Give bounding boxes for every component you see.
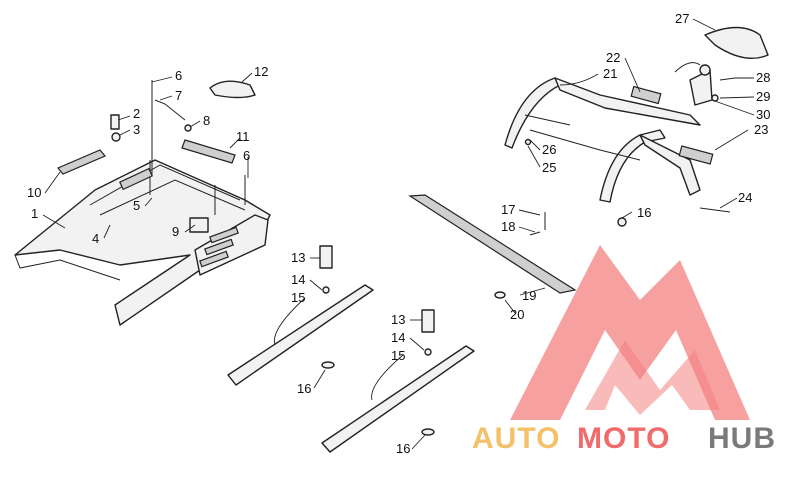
callout-15b: 15 — [391, 348, 405, 363]
callout-14a: 14 — [291, 272, 305, 287]
pad-11 — [181, 139, 236, 164]
base-crossbar — [119, 167, 153, 191]
base-vent-slots — [209, 226, 239, 244]
callout-16a: 16 — [297, 381, 311, 396]
bolt-24 — [699, 207, 731, 213]
callout-19: 19 — [522, 288, 536, 303]
watermark-hub: HUB — [708, 422, 776, 455]
flap-19 — [408, 194, 577, 299]
bushing-8 — [184, 124, 192, 132]
decal-22 — [630, 85, 662, 105]
callout-5: 5 — [133, 198, 140, 213]
pad-10 — [57, 149, 106, 175]
callout-2: 2 — [133, 106, 140, 121]
watermark-logo — [510, 245, 750, 420]
clip-26 — [524, 138, 532, 146]
hitch-30 — [674, 62, 713, 106]
callout-labels: 1 2 3 4 5 6 6 7 8 9 10 11 12 13 13 14 14… — [27, 11, 770, 456]
callout-16c: 16 — [637, 205, 651, 220]
seat-base-assembly — [14, 159, 271, 326]
latch-9 — [189, 217, 209, 233]
watermark-wordmark: AUTO MOTO HUB — [472, 422, 776, 455]
callout-6a: 6 — [175, 68, 182, 83]
decal-23 — [678, 145, 714, 165]
callout-8: 8 — [203, 113, 210, 128]
callout-27: 27 — [675, 11, 689, 26]
callout-3: 3 — [133, 122, 140, 137]
callout-1: 1 — [31, 206, 38, 221]
callout-29: 29 — [756, 89, 770, 104]
callout-10: 10 — [27, 185, 41, 200]
rail-15-lower — [321, 309, 475, 453]
watermark-moto: MOTO — [577, 422, 670, 455]
watermark-triangle-outer — [510, 245, 750, 420]
cover-12 — [209, 80, 256, 99]
callout-24: 24 — [738, 190, 752, 205]
callout-22: 22 — [606, 50, 620, 65]
bolt-2 — [110, 114, 120, 130]
base-pan-lip — [14, 254, 121, 281]
callout-14b: 14 — [391, 330, 405, 345]
callout-16b: 16 — [396, 441, 410, 456]
callout-15a: 15 — [291, 290, 305, 305]
callout-23: 23 — [754, 122, 768, 137]
callout-6b: 6 — [243, 148, 250, 163]
callout-26: 26 — [542, 142, 556, 157]
callout-30: 30 — [756, 107, 770, 122]
callout-25: 25 — [542, 160, 556, 175]
bolt-28 — [719, 77, 736, 81]
watermark-triangle-inner — [585, 340, 720, 415]
callout-11: 11 — [236, 129, 250, 144]
spring-7 — [151, 80, 186, 175]
callout-21: 21 — [603, 66, 617, 81]
callout-28: 28 — [756, 70, 770, 85]
callout-18: 18 — [501, 219, 515, 234]
callout-12: 12 — [254, 64, 268, 79]
bumper-21 — [504, 77, 714, 203]
callout-13a: 13 — [291, 250, 305, 265]
grab-handle-27 — [704, 26, 769, 59]
rail-15-upper — [227, 245, 374, 386]
callout-17: 17 — [501, 202, 515, 217]
callout-4: 4 — [92, 231, 99, 246]
leader-lines — [42, 18, 755, 450]
callout-20: 20 — [510, 307, 524, 322]
base-vent-slots-3 — [199, 250, 229, 268]
nut-16-right — [617, 217, 627, 227]
callout-9: 9 — [172, 224, 179, 239]
watermark-auto: AUTO — [472, 422, 560, 455]
callout-13b: 13 — [391, 312, 405, 327]
callout-7: 7 — [175, 88, 182, 103]
base-frame-rail — [89, 160, 246, 216]
nut-3 — [111, 132, 121, 142]
base-vent-slots-2 — [204, 238, 234, 256]
